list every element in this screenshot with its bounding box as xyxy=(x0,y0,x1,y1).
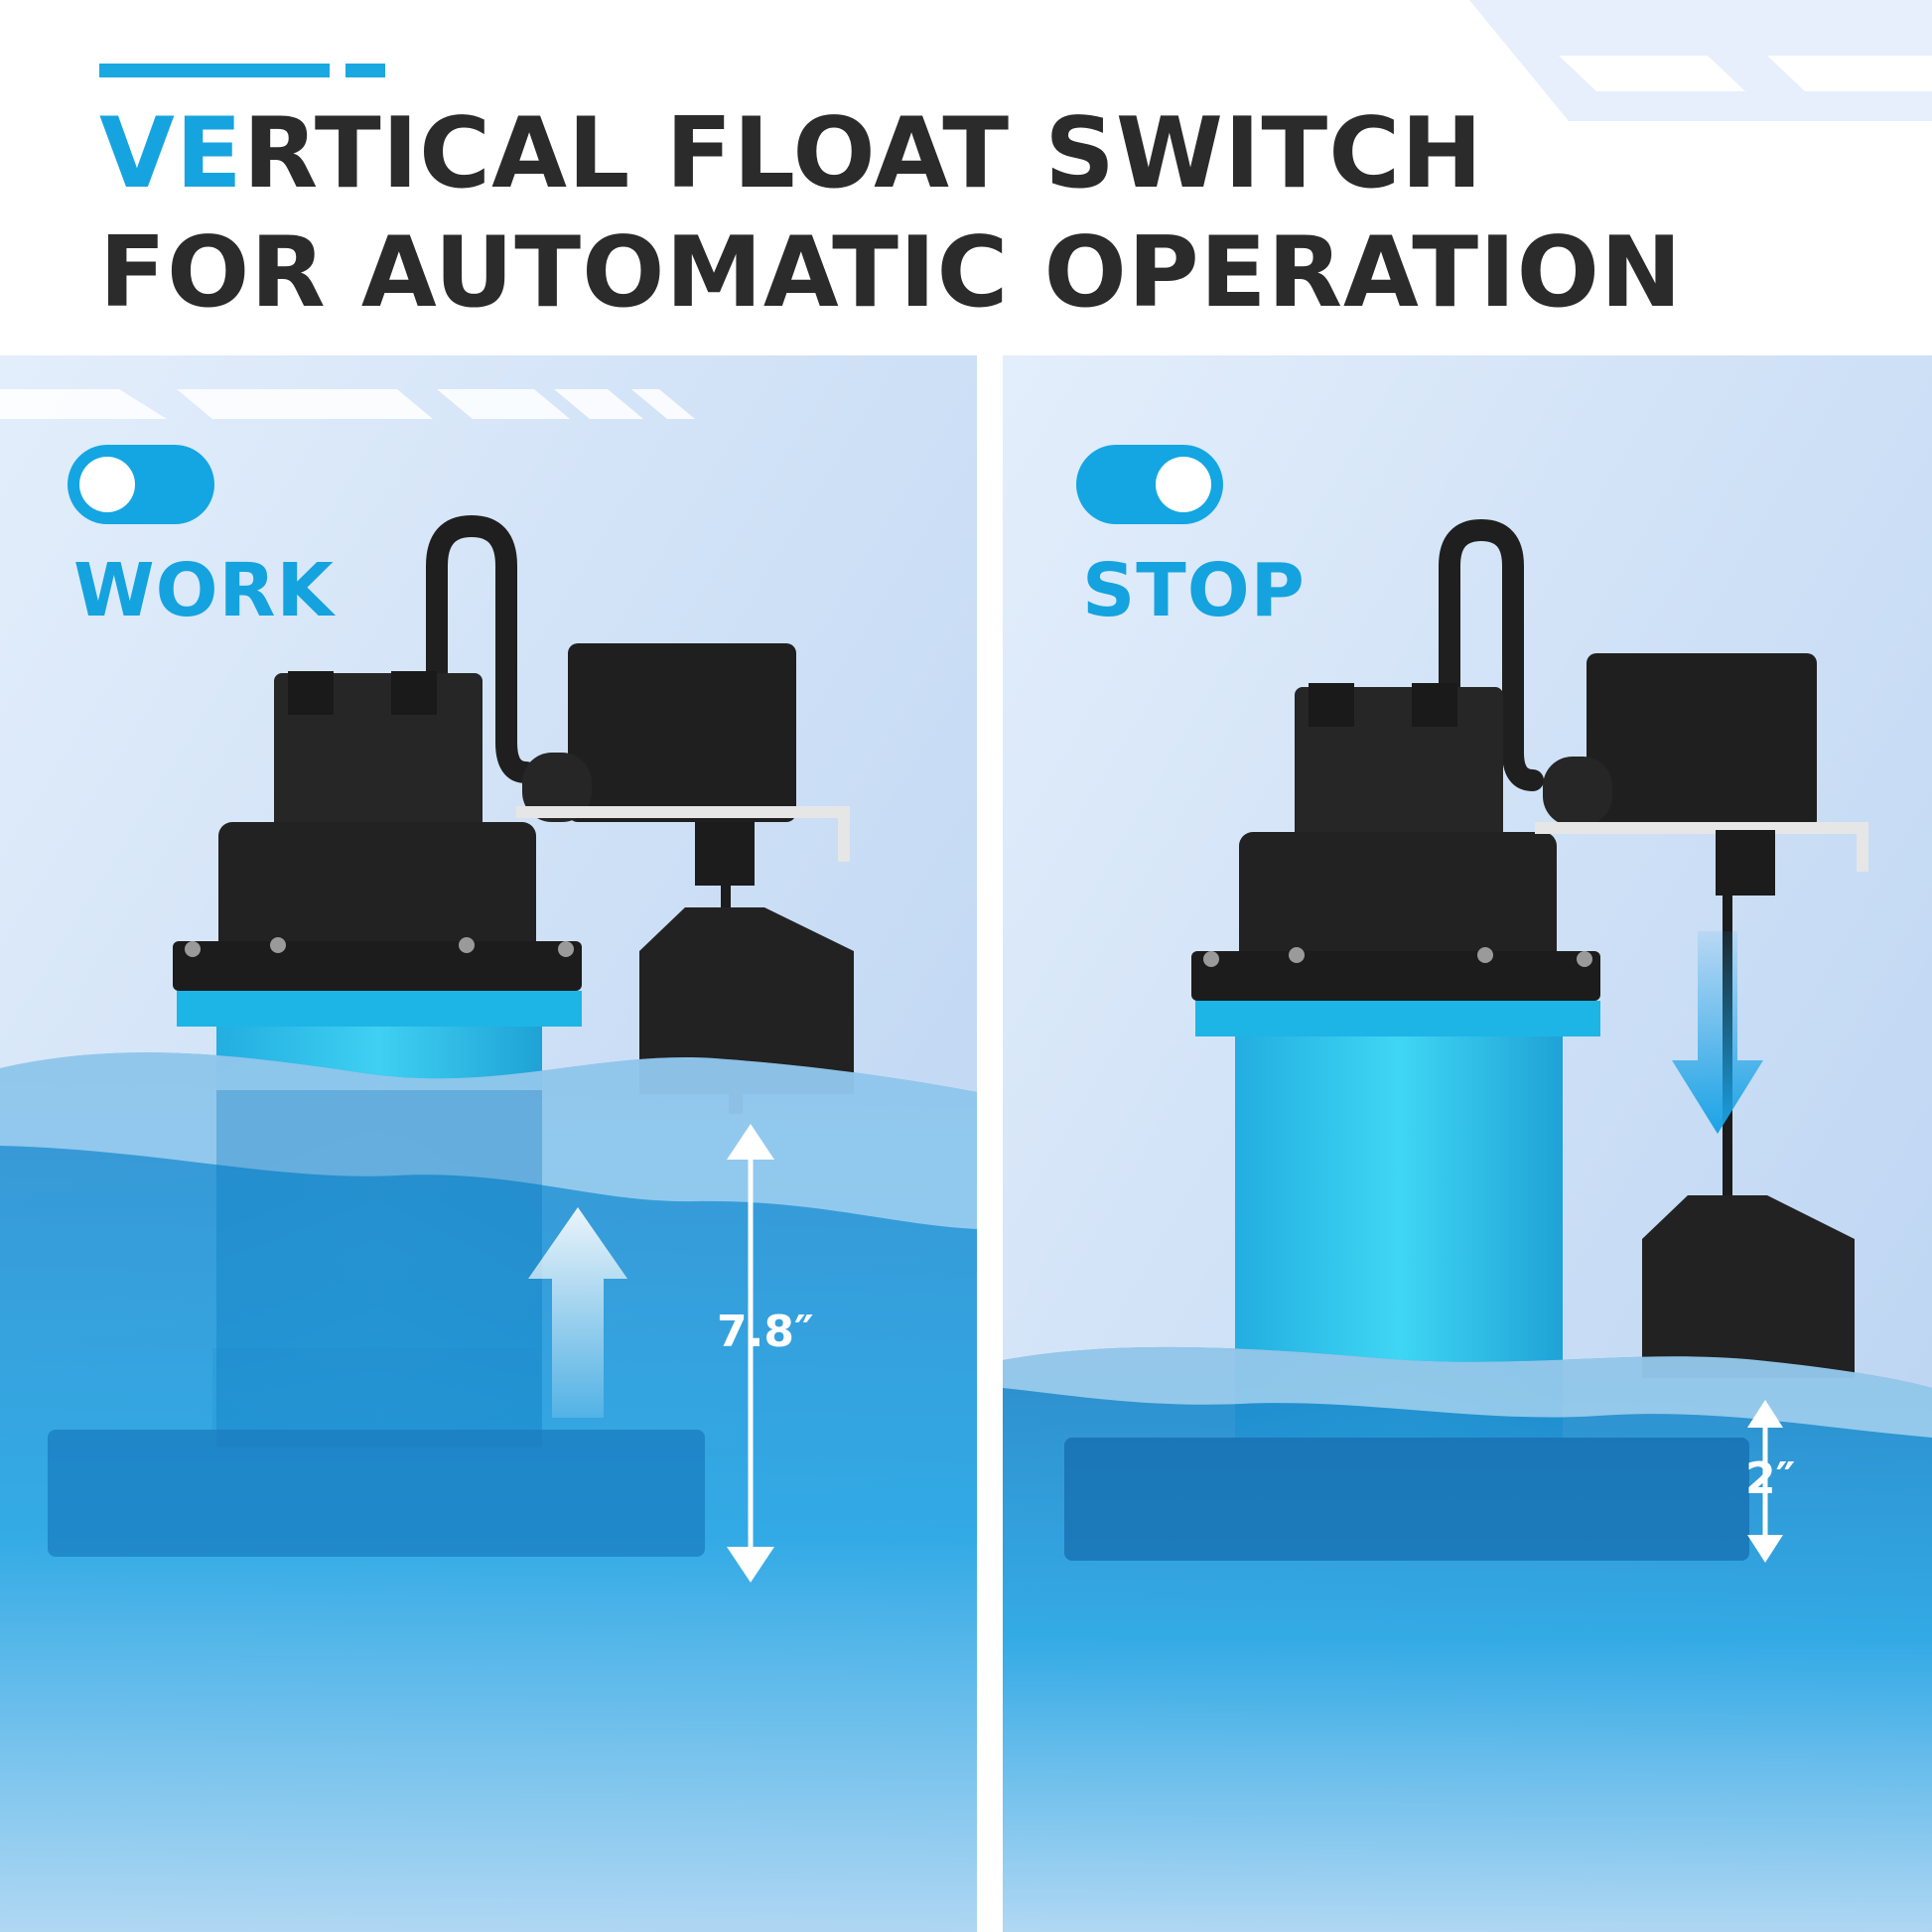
decorative-stripes xyxy=(1469,0,1932,121)
toggle-knob xyxy=(79,457,135,512)
work-illustration xyxy=(0,355,977,1932)
stop-state-label: STOP xyxy=(1082,548,1306,633)
panel-divider xyxy=(977,355,1003,1932)
page-title-line1-rest: RTICAL FLOAT SWITCH xyxy=(242,97,1484,210)
page-title-accent: VE xyxy=(99,97,243,210)
toggle-knob xyxy=(1156,457,1211,512)
header: VERTICAL FLOAT SWITCH FOR AUTOMATIC OPER… xyxy=(0,0,1932,355)
title-accent-bar-long xyxy=(99,64,330,77)
toggle-switch-icon xyxy=(68,445,214,524)
work-measurement-label: 7.8″ xyxy=(717,1307,814,1357)
stop-measurement-label: 2″ xyxy=(1745,1453,1796,1504)
work-state-label: WORK xyxy=(73,548,335,633)
title-accent-bar-short xyxy=(345,64,385,77)
page-title-line2: FOR AUTOMATIC OPERATION xyxy=(99,216,1683,330)
page-title-line1: VERTICAL FLOAT SWITCH xyxy=(99,105,1483,203)
toggle-switch-icon xyxy=(1076,445,1223,524)
down-arrow-icon xyxy=(1672,931,1763,1134)
double-arrow-icon xyxy=(1747,1400,1783,1563)
stop-panel: STOP 2″ xyxy=(1003,355,1932,1932)
up-arrow-icon xyxy=(528,1207,627,1418)
stop-illustration xyxy=(1003,355,1932,1932)
work-panel: WORK 7.8″ xyxy=(0,355,977,1932)
double-arrow-icon xyxy=(727,1124,774,1583)
